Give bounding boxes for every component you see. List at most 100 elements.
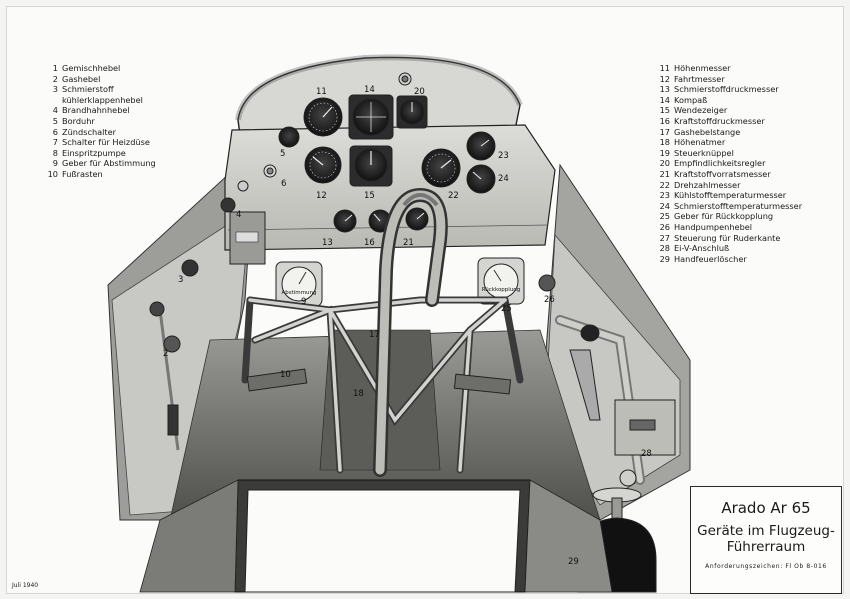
print-date: Juli 1940	[12, 582, 39, 589]
legend-item-number: 24	[659, 200, 670, 211]
legend-item-label: Kompaß	[674, 94, 708, 105]
legend-item: 29 Handfeuerlöscher	[650, 254, 802, 265]
legend-item-label: Wendezeiger	[674, 105, 728, 116]
legend-item-number: 10	[47, 168, 58, 179]
legend-item-label: Fahrtmesser	[674, 73, 725, 84]
legend-item: 1 Gemischhebel	[38, 63, 156, 74]
callout-18: 18	[353, 389, 364, 399]
legend-item-label: Geber für Abstimmung	[62, 158, 156, 169]
title-box: Arado Ar 65 Geräte im Flugzeug- Führerra…	[690, 486, 842, 594]
callout-17: 17	[369, 330, 380, 340]
legend-item-number: 19	[659, 147, 670, 158]
title-subtitle-line1: Geräte im Flugzeug-	[697, 523, 835, 539]
callout-9: 9	[301, 297, 306, 307]
callout-25: 25	[501, 304, 512, 314]
legend-item: 24 Schmierstofftemperaturmesser	[650, 200, 803, 212]
title-subtitle-line2: Führerraum	[726, 539, 806, 555]
legend-item-number: 1	[52, 63, 58, 73]
legend-item-label: Gemischhebel	[62, 63, 121, 73]
legend-item-label: Höhenmesser	[674, 63, 731, 73]
legend-item: 11 Höhenmesser	[650, 63, 802, 74]
callout-24: 24	[498, 174, 509, 184]
legend-item-number: 21	[659, 168, 670, 179]
legend-item: 9 Geber für Abstimmung	[38, 158, 156, 169]
legend-item: 21 Kraftstoffvorratsmesser	[650, 169, 802, 180]
legend-item-label: Ei-V-Anschluß	[674, 243, 730, 254]
legend-item: 2 Gashebel	[38, 74, 156, 85]
legend-item-label: Schmierstoffdruckmesser	[674, 84, 779, 95]
legend-item-label: Gashebelstange	[674, 126, 741, 137]
legend-item-label: Borduhr	[62, 115, 95, 126]
legend-item-number: 23	[659, 190, 670, 201]
legend-item-label: Kraftstoffdruckmesser	[674, 115, 765, 126]
legend-item-label: Gashebel	[62, 73, 101, 84]
callout-21: 21	[403, 238, 414, 248]
legend-item-number: 29	[659, 253, 670, 264]
legend-item-label: Handfeuerlöscher	[674, 253, 747, 264]
legend-item-number: 11	[659, 63, 670, 73]
legend-item: 18 Höhenatmer	[650, 137, 802, 148]
legend-item-number: 16	[659, 115, 670, 126]
callout-10: 10	[280, 370, 291, 380]
callout-28: 28	[641, 449, 652, 459]
abstimmung-dial-label: Abstimmung	[282, 290, 317, 296]
callout-2: 2	[163, 349, 168, 359]
legend-item-number: 7	[52, 137, 58, 148]
callout-3: 3	[178, 275, 183, 285]
legend-item-label: Fußrasten	[62, 168, 103, 179]
legend-item-number: 17	[659, 126, 670, 137]
legend-item: 4 Brandhahnhebel	[38, 105, 156, 116]
legend-item-number: 28	[659, 243, 670, 254]
legend-item-number	[38, 95, 62, 106]
legend-item: 16 Kraftstoffdruckmesser	[650, 116, 802, 127]
callout-29: 29	[568, 557, 579, 567]
legend-item-number: 14	[659, 94, 670, 105]
legend-item-number: 6	[52, 126, 58, 137]
legend-item-label: Brandhahnhebel	[62, 105, 130, 116]
legend-item-label: Kraftstoffvorratsmesser	[674, 168, 771, 179]
legend-item-number: 25	[659, 211, 670, 222]
callout-15: 15	[364, 191, 375, 201]
legend-item-label: Schmierstofftemperaturmesser	[674, 200, 803, 211]
legend-item-label: Einspritzpumpe	[62, 147, 126, 158]
callout-14: 14	[364, 85, 375, 95]
legend-item: kühlerklappenhebel	[38, 95, 156, 106]
legend-item: 5 Borduhr	[38, 116, 156, 127]
callout-16: 16	[364, 238, 375, 248]
legend-item-number: 2	[52, 73, 58, 84]
legend-item-number: 5	[52, 115, 58, 126]
callout-5: 5	[280, 149, 285, 159]
callout-numbers: 2 3 4 5 6 9 10 11 12 13 14 15 16 17 18 2…	[163, 85, 652, 567]
callout-4: 4	[236, 210, 241, 220]
legend-item-number: 9	[52, 158, 58, 169]
title-code: Anforderungszeichen: Fl Ob 8-016	[705, 563, 827, 570]
callout-20: 20	[414, 87, 425, 97]
legend-item-label: Zündschalter	[62, 126, 117, 137]
legend-item-label: Kühlstofftemperaturmesser	[674, 190, 787, 201]
callout-13: 13	[322, 238, 333, 248]
title-main: Arado Ar 65	[721, 499, 811, 517]
legend-item-label: Geber für Rückkopplung	[674, 211, 774, 222]
legend-item-number: 18	[659, 137, 670, 148]
legend-item-label: kühlerklappenhebel	[62, 94, 143, 105]
legend-item-label: Empfindlichkeitsregler	[674, 158, 766, 169]
legend-item-label: Schmierstoff	[62, 84, 114, 95]
rueckkopplung-dial-label: Rückkopplung	[482, 287, 521, 293]
legend-item-number: 20	[659, 158, 670, 169]
legend-item-number: 26	[659, 221, 670, 232]
callout-23: 23	[498, 151, 509, 161]
callout-11: 11	[316, 87, 327, 97]
legend-item-label: Höhenatmer	[674, 137, 726, 148]
legend-item-number: 4	[52, 105, 58, 116]
legend-item: 28 Ei-V-Anschluß	[650, 243, 802, 254]
legend-item: 23 Kühlstofftemperaturmesser	[650, 190, 802, 201]
